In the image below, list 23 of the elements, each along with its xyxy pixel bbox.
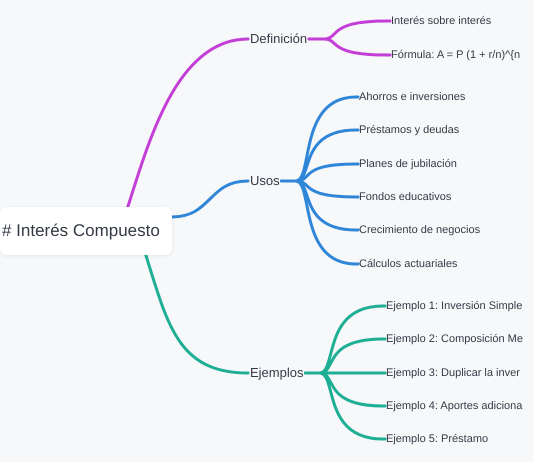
branch-connector	[304, 372, 386, 440]
branch-topic: Ejemplos	[248, 365, 306, 381]
leaf-topic: Préstamos y deudas	[358, 122, 460, 138]
leaf-topic: Ejemplo 5: Préstamo	[385, 431, 490, 447]
branch-connector	[144, 254, 250, 374]
branch-connector	[308, 38, 392, 56]
leaf-topic: Ejemplo 2: Composición Me	[385, 331, 524, 347]
leaf-topic: Ejemplo 1: Inversión Simple	[385, 298, 524, 314]
branch-topic: Usos	[248, 173, 282, 189]
leaf-topic: Ahorros e inversiones	[358, 89, 466, 105]
leaf-topic: Fórmula: A = P (1 + r/n)^{n	[390, 47, 522, 63]
leaf-topic: Planes de jubilación	[358, 156, 458, 172]
leaf-topic: Fondos educativos	[358, 189, 452, 205]
leaf-topic: Ejemplo 3: Duplicar la inver	[385, 365, 521, 381]
branch-topic: Definición	[248, 31, 310, 47]
branch-connector	[280, 180, 360, 266]
branch-connector	[170, 180, 250, 218]
leaf-topic: Cálculos actuariales	[358, 256, 458, 272]
branch-connector	[126, 38, 250, 208]
leaf-topic: Ejemplo 4: Aportes adiciona	[385, 398, 524, 414]
leaf-topic: Interés sobre interés	[390, 13, 492, 29]
leaf-topic: Crecimiento de negocios	[358, 222, 482, 238]
root-topic-box: # Interés Compuesto	[0, 207, 172, 255]
